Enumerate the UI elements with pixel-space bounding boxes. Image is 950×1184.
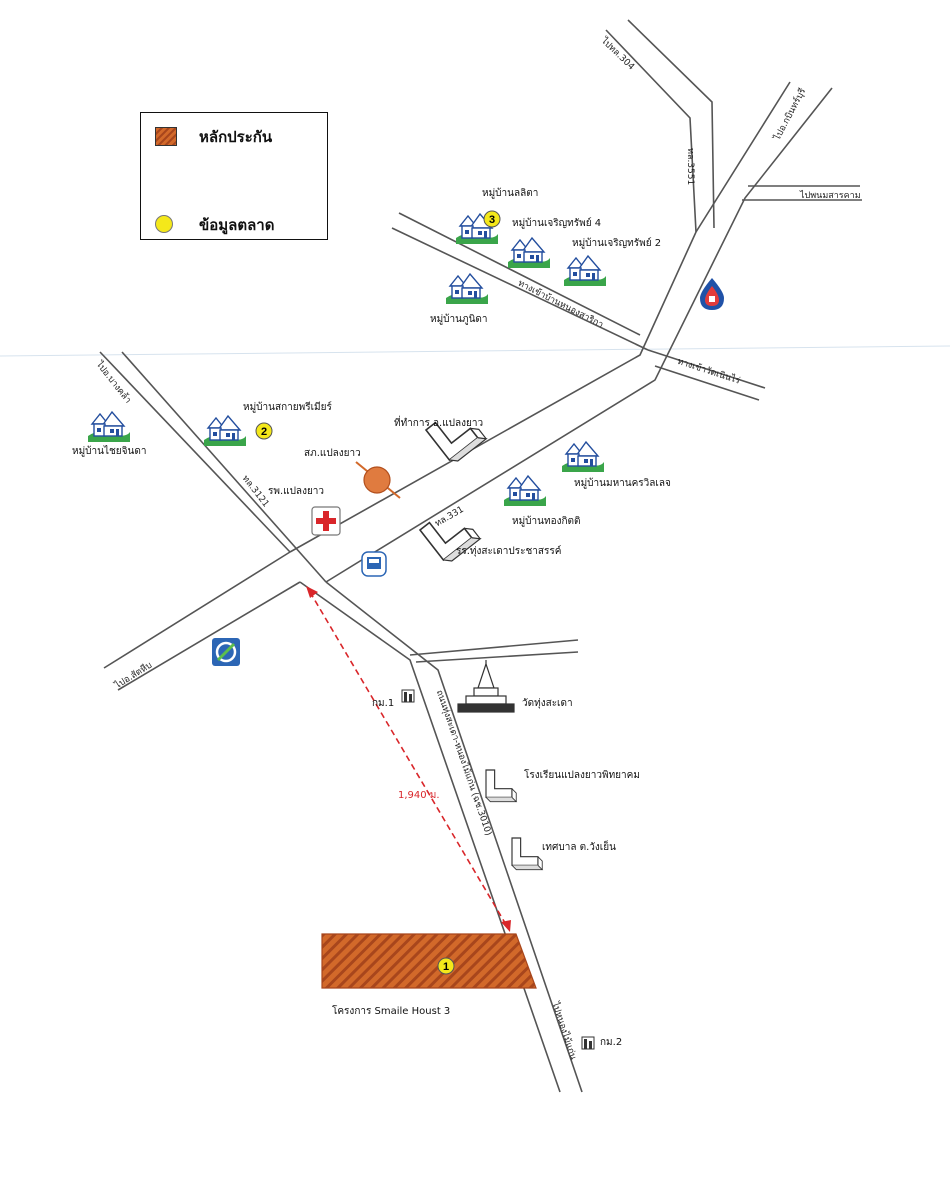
label-school1: รร.ทุ่งสะเดาประชาสรรค์	[456, 546, 562, 557]
label-km1: กม.1	[372, 698, 395, 709]
road-label-to-phanom: ไปพนมสารคาม	[800, 191, 861, 201]
label-project: โครงการ Smaile Houst 3	[332, 1006, 451, 1017]
label-distance: 1,940 ม.	[398, 790, 440, 801]
legend-market-label: ข้อมูลตลาด	[199, 216, 275, 234]
house-icon-mahanakorn	[561, 441, 605, 473]
label-charoen2: หมู่บ้านเจริญทรัพย์ 2	[572, 238, 662, 249]
police-station-icon	[355, 461, 401, 499]
label-police-office: ที่ทำการ อ.แปลงยาว	[394, 418, 484, 429]
label-thongkit: หมู่บ้านทองกิตติ	[512, 516, 581, 527]
road-label-3551: ทล.3551	[685, 148, 695, 186]
label-wat: วัดทุ่งสะเดา	[522, 698, 573, 709]
svg-text:2: 2	[261, 426, 267, 438]
house-icon-kai-premier	[203, 415, 247, 447]
svg-text:3: 3	[489, 214, 495, 226]
building-icon-municipal	[511, 837, 543, 871]
market-marker-2: 2	[255, 422, 273, 440]
svg-text:1: 1	[443, 961, 449, 973]
collateral-plot	[321, 933, 537, 989]
house-icon-charoen4	[507, 237, 551, 269]
label-hospital: รพ.แปลงยาว	[268, 486, 325, 497]
collateral-swatch	[155, 127, 177, 146]
km-post-icon-2	[581, 1036, 595, 1050]
temple-icon	[457, 660, 515, 713]
label-phunida: หมู่บ้านภูนิดา	[430, 314, 488, 325]
market-swatch	[155, 215, 173, 233]
ptt-station-icon	[700, 278, 724, 310]
label-chai-chinda: หมู่บ้านไชยจินดา	[72, 446, 147, 457]
label-mahanakorn: หมู่บ้านมหานครวิลเลจ	[574, 478, 671, 489]
label-charoen4: หมู่บ้านเจริญทรัพย์ 4	[512, 218, 602, 229]
school-logo-icon	[361, 551, 387, 577]
collateral-marker-1: 1	[437, 957, 455, 975]
hospital-icon	[311, 506, 341, 536]
label-police-station: สภ.แปลงยาว	[304, 448, 361, 459]
label-municipal: เทศบาล ต.วังเย็น	[542, 842, 616, 853]
label-kai-premier: หมู่บ้านสกายพรีเมียร์	[243, 402, 332, 413]
house-icon-chai-chinda	[87, 411, 131, 443]
legend-collateral-label: หลักประกัน	[199, 128, 273, 146]
label-school2: โรงเรียนแปลงยาวพิทยาคม	[524, 770, 640, 781]
distance-arrow	[306, 586, 511, 932]
building-icon-school2	[485, 769, 517, 803]
label-km2: กม.2	[600, 1037, 623, 1048]
bangchak-station-icon	[212, 638, 240, 666]
building-icon-police	[425, 403, 487, 466]
house-icon-phunida	[445, 273, 489, 305]
label-lalita: หมู่บ้านลลิตา	[482, 188, 539, 199]
km-post-icon-1	[401, 689, 415, 703]
house-icon-thongkit	[503, 475, 547, 507]
legend: หลักประกัน ข้อมูลตลาด	[140, 112, 328, 240]
house-icon-charoen2	[563, 255, 607, 287]
roads	[99, 19, 862, 1093]
market-marker-3: 3	[483, 210, 501, 228]
